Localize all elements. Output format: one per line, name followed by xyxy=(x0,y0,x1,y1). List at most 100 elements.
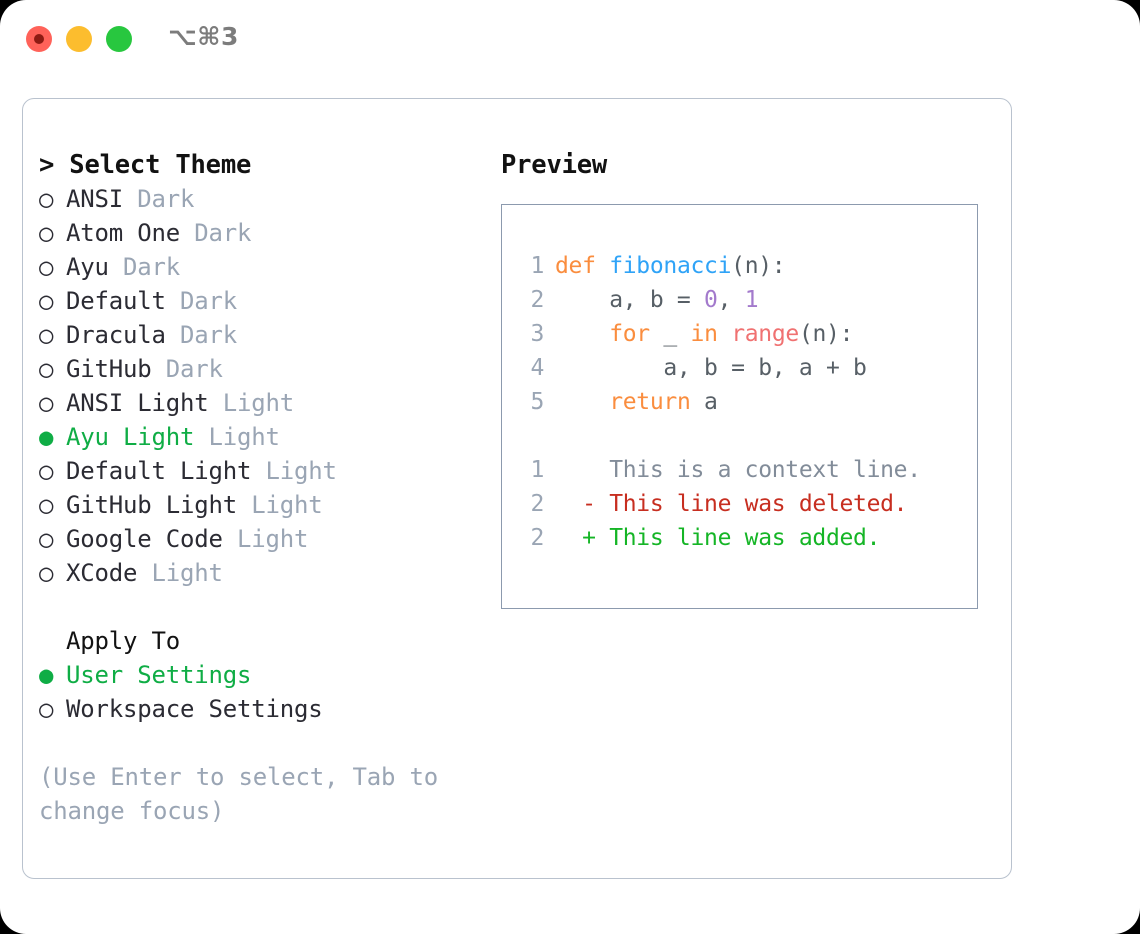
theme-option-kind: Light xyxy=(137,559,223,587)
theme-option-6[interactable]: ○ ANSI Light Light xyxy=(39,386,509,420)
code-token: range xyxy=(731,321,799,347)
code-token: (n): xyxy=(798,321,854,347)
theme-option-list[interactable]: ○ANSI Dark○Atom One Dark○Ayu Dark○Defaul… xyxy=(39,182,509,590)
code-token xyxy=(718,321,732,347)
code-line-4: 5 return a xyxy=(502,385,977,419)
radio-unselected-icon: ○ xyxy=(39,525,54,553)
line-number: 2 xyxy=(530,287,544,313)
apply-option-label: Workspace Settings xyxy=(66,695,323,723)
radio-unselected-icon: ○ xyxy=(39,185,54,213)
code-token: return xyxy=(609,389,691,415)
theme-option-3[interactable]: ○ Default Dark xyxy=(39,284,509,318)
code-token: (n): xyxy=(731,253,786,279)
apply-option-0[interactable]: ● User Settings xyxy=(39,658,509,692)
theme-option-7[interactable]: ●Ayu Light Light xyxy=(39,420,509,454)
theme-option-label: Default xyxy=(66,287,166,315)
theme-option-label: Default Light xyxy=(66,457,252,485)
apply-to-heading: Apply To xyxy=(66,627,180,655)
theme-selector-column: > Select Theme ○ANSI Dark○Atom One Dark○… xyxy=(39,148,509,828)
section-spacer xyxy=(39,590,509,624)
theme-option-5[interactable]: ○ GitHub Dark xyxy=(39,352,509,386)
line-number: 2 xyxy=(530,491,544,517)
apply-option-label: User Settings xyxy=(66,661,252,689)
close-button-icon[interactable] xyxy=(26,26,52,52)
radio-unselected-icon: ○ xyxy=(39,559,54,587)
radio-unselected-icon: ○ xyxy=(39,253,54,281)
theme-option-kind: Dark xyxy=(151,355,223,383)
radio-unselected-icon: ○ xyxy=(39,355,54,383)
hint-spacer xyxy=(39,726,509,760)
theme-option-2[interactable]: ○ Ayu Dark xyxy=(39,250,509,284)
theme-option-label: Atom One xyxy=(66,219,180,247)
theme-option-kind: Light xyxy=(194,423,280,451)
preview-heading: Preview xyxy=(501,150,608,180)
theme-option-11[interactable]: ○ XCode Light xyxy=(39,556,509,590)
theme-option-label: Dracula xyxy=(66,321,166,349)
radio-unselected-icon: ○ xyxy=(39,219,54,247)
theme-option-kind: Light xyxy=(208,389,294,417)
theme-option-label: Ayu Light xyxy=(66,423,195,451)
keyboard-shortcut-label: ⌥⌘3 xyxy=(168,22,239,51)
code-token: a, b = xyxy=(555,287,705,313)
code-token xyxy=(555,321,609,347)
theme-option-label: XCode xyxy=(66,559,138,587)
minimize-button-icon[interactable] xyxy=(66,26,92,52)
code-line-1: 2 a, b = 0, 1 xyxy=(502,283,977,317)
theme-option-label: GitHub xyxy=(66,355,152,383)
radio-unselected-icon: ○ xyxy=(39,491,54,519)
apply-option-1[interactable]: ○Workspace Settings xyxy=(39,692,509,726)
code-token: 0 xyxy=(704,287,718,313)
code-line-3: 4 a, b = b, a + b xyxy=(502,351,977,385)
theme-option-1[interactable]: ○Atom One Dark xyxy=(39,216,509,250)
theme-option-label: ANSI Light xyxy=(66,389,209,417)
line-number: 3 xyxy=(530,321,544,347)
theme-option-kind: Dark xyxy=(108,253,180,281)
diff-line-2: 2 + This line was added. xyxy=(502,521,977,555)
code-line-2: 3 for _ in range(n): xyxy=(502,317,977,351)
diff-text: This is a context line. xyxy=(555,457,921,483)
theme-option-0[interactable]: ○ANSI Dark xyxy=(39,182,509,216)
theme-option-8[interactable]: ○ Default Light Light xyxy=(39,454,509,488)
code-token xyxy=(555,389,609,415)
diff-sample: 1 This is a context line. 2 - This line w… xyxy=(502,453,977,555)
code-token: a, b = b, a + b xyxy=(555,355,867,381)
diff-line-0: 1 This is a context line. xyxy=(502,453,977,487)
code-token: def xyxy=(555,253,610,279)
theme-option-label: Ayu xyxy=(66,253,109,281)
line-number: 5 xyxy=(530,389,544,415)
code-token: _ xyxy=(649,321,691,347)
code-token: in xyxy=(690,321,718,347)
radio-unselected-icon: ○ xyxy=(39,389,54,417)
line-number: 2 xyxy=(530,525,544,551)
title-bar: ⌥⌘3 xyxy=(0,0,1140,78)
select-theme-heading: > Select Theme xyxy=(39,150,252,180)
radio-unselected-icon: ○ xyxy=(39,457,54,485)
theme-option-label: GitHub Light xyxy=(66,491,237,519)
theme-option-9[interactable]: ○ GitHub Light Light xyxy=(39,488,509,522)
radio-selected-icon: ● xyxy=(39,661,54,689)
theme-option-10[interactable]: ○Google Code Light xyxy=(39,522,509,556)
theme-option-kind: Dark xyxy=(165,321,237,349)
code-token: for xyxy=(609,321,650,347)
theme-option-kind: Dark xyxy=(165,287,237,315)
code-diff-gap xyxy=(502,419,977,453)
code-token: fibonacci xyxy=(609,253,732,279)
theme-option-kind: Light xyxy=(251,457,337,485)
code-token: a xyxy=(690,389,718,415)
theme-option-kind: Light xyxy=(237,491,323,519)
theme-option-4[interactable]: ○ Dracula Dark xyxy=(39,318,509,352)
diff-text: + This line was added. xyxy=(555,525,881,551)
diff-text: - This line was deleted. xyxy=(555,491,908,517)
main-panel: > Select Theme ○ANSI Dark○Atom One Dark○… xyxy=(22,98,1012,879)
radio-unselected-icon: ○ xyxy=(39,321,54,349)
line-number: 4 xyxy=(530,355,544,381)
code-token: , xyxy=(717,287,745,313)
theme-option-kind: Light xyxy=(222,525,309,553)
apply-to-option-list[interactable]: ● User Settings ○Workspace Settings xyxy=(39,658,509,726)
radio-unselected-icon: ○ xyxy=(39,287,54,315)
maximize-button-icon[interactable] xyxy=(106,26,132,52)
